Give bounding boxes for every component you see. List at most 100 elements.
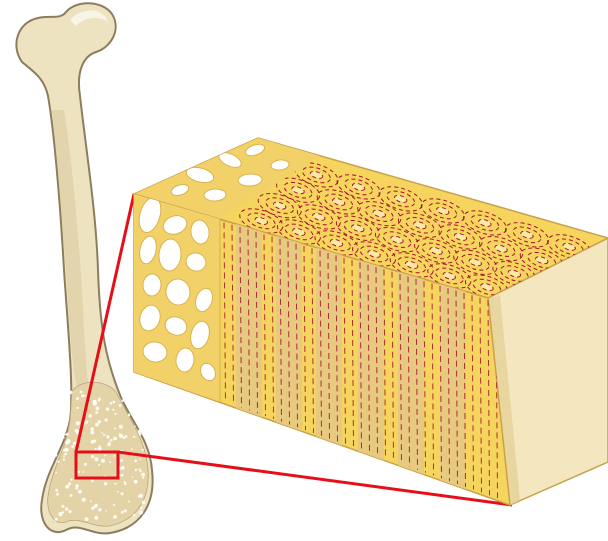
spongy-dot (109, 461, 111, 463)
spongy-dot (106, 435, 109, 438)
spongy-dot (115, 413, 117, 415)
spongy-dot (91, 455, 94, 458)
spongy-dot (98, 420, 101, 423)
spongy-dot (55, 437, 58, 440)
spongy-dot (63, 418, 65, 420)
spongy-dot (98, 399, 101, 402)
spongy-dot (102, 432, 104, 434)
spongy-dot (64, 453, 67, 456)
spongy-dot (139, 494, 143, 498)
spongy-dot (98, 464, 100, 466)
spongy-dot (142, 449, 144, 451)
spongy-dot (131, 449, 133, 451)
spongy-dot (84, 463, 87, 466)
spongy-dot (103, 434, 105, 436)
spongy-dot (57, 461, 59, 463)
spongy-dot (143, 393, 145, 395)
spongy-dot (90, 500, 92, 502)
spongy-dot (113, 437, 117, 441)
spongy-dot (91, 440, 95, 444)
spongy-dot (121, 466, 125, 470)
spongy-dot (95, 448, 97, 450)
spongy-dot (82, 471, 84, 473)
spongy-dot (134, 426, 136, 428)
spongy-dot (140, 458, 142, 460)
spongy-dot (119, 433, 121, 435)
spongy-dot (90, 431, 94, 435)
spongy-dot (98, 508, 101, 511)
spongy-dot (115, 483, 117, 485)
spongy-dot (110, 402, 113, 405)
spongy-dot (66, 433, 69, 436)
spongy-dot (105, 510, 107, 512)
spongy-dot (134, 459, 137, 462)
spongy-dot (94, 516, 98, 520)
spongy-dot (120, 474, 123, 477)
spongy-dot (105, 418, 108, 421)
osteon-column (398, 272, 424, 475)
spongy-dot (56, 493, 59, 496)
spongy-dot (66, 392, 70, 396)
spongy-dot (110, 439, 112, 441)
spongy-dot (82, 498, 86, 502)
spongy-dot (90, 427, 94, 431)
spongy-dot (119, 425, 123, 429)
spongy-dot (77, 471, 80, 474)
spongy-dot (62, 393, 65, 396)
osteon-column (358, 260, 384, 461)
spongy-dot (63, 456, 65, 458)
spongy-dot (59, 439, 62, 442)
spongy-dot (132, 476, 134, 478)
spongy-dot (142, 501, 146, 505)
spongy-dot (68, 510, 71, 513)
spongy-dot (85, 420, 89, 424)
spongy-dot (141, 473, 145, 477)
spongy-dot (65, 485, 69, 489)
spongy-dot (65, 424, 68, 427)
spongy-dot (107, 442, 111, 446)
spongy-dot (68, 410, 70, 412)
spongy-dot (58, 512, 62, 516)
osteon-column (440, 284, 466, 490)
spongy-dot (99, 445, 101, 447)
spongy-dot (93, 400, 97, 404)
spongy-dot (133, 436, 135, 438)
spongy-dot (139, 511, 143, 515)
spongy-dot (56, 415, 58, 417)
spongy-dot (124, 481, 126, 483)
spongy-dot (140, 507, 142, 509)
spongy-dot (128, 501, 130, 503)
spongy-dot (134, 480, 138, 484)
spongy-dot (62, 412, 65, 415)
spongy-dot (67, 413, 69, 415)
spongy-dot (85, 517, 89, 521)
spongy-dot (96, 407, 100, 411)
spongy-dot (120, 459, 123, 462)
bone-tissue-block (130, 130, 608, 505)
spongy-dot (138, 391, 140, 393)
spongy-dot (113, 455, 115, 457)
spongy-dot (78, 490, 82, 494)
spongy-dot (133, 514, 136, 517)
spongy-dot (109, 441, 111, 443)
spongy-dot (55, 472, 57, 474)
spongy-dot (62, 430, 65, 433)
spongy-dot (55, 489, 58, 492)
spongy-dot (76, 407, 78, 409)
spongy-dot (70, 494, 73, 497)
spongy-dot (63, 437, 65, 439)
spongy-dot (62, 400, 64, 402)
spongy-dot (121, 492, 124, 495)
spongy-dot (128, 414, 130, 416)
spongy-dot (75, 442, 77, 444)
spongy-dot (142, 477, 144, 479)
spongy-dot (119, 434, 123, 438)
spongy-dot (55, 518, 58, 521)
spongy-dot (60, 424, 63, 427)
spongy-dot (91, 507, 94, 510)
spongy-dot (121, 511, 124, 514)
spongy-dot (134, 404, 137, 407)
spongy-dot (84, 395, 86, 397)
spongy-dot (95, 457, 99, 461)
